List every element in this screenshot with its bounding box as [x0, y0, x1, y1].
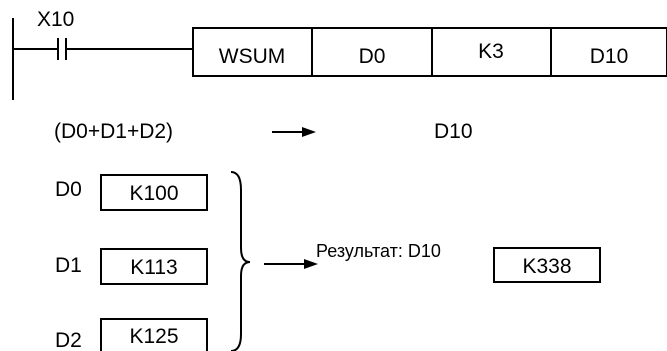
contact-label: X10: [37, 8, 74, 31]
instruction-mnemonic: WSUM: [219, 45, 286, 68]
register-name-d1: D1: [55, 254, 82, 277]
register-box-d2: [100, 318, 208, 351]
register-name-d0: D0: [55, 178, 82, 201]
register-box-d1: [100, 248, 208, 285]
result-value: K338: [522, 255, 571, 278]
register-value-d0: K100: [129, 182, 178, 205]
register-box-d0: [100, 174, 208, 211]
register-value-d2: K125: [129, 325, 178, 348]
result-box: [493, 247, 601, 283]
register-name-d2: D2: [55, 329, 82, 351]
arrow-icon: [272, 127, 316, 137]
operation-expression: (D0+D1+D2): [54, 120, 173, 143]
curly-brace-icon: [230, 171, 251, 351]
normally-open-contact: [13, 38, 193, 60]
operation-target: D10: [434, 120, 473, 143]
instruction-count: K3: [478, 40, 504, 63]
result-label: Результат: D10: [316, 241, 441, 261]
instruction-source: D0: [359, 45, 386, 68]
instruction-destination: D10: [590, 45, 629, 68]
instruction-box: [192, 27, 667, 77]
register-value-d1: K113: [130, 256, 178, 279]
result-arrow-icon: [264, 259, 318, 269]
